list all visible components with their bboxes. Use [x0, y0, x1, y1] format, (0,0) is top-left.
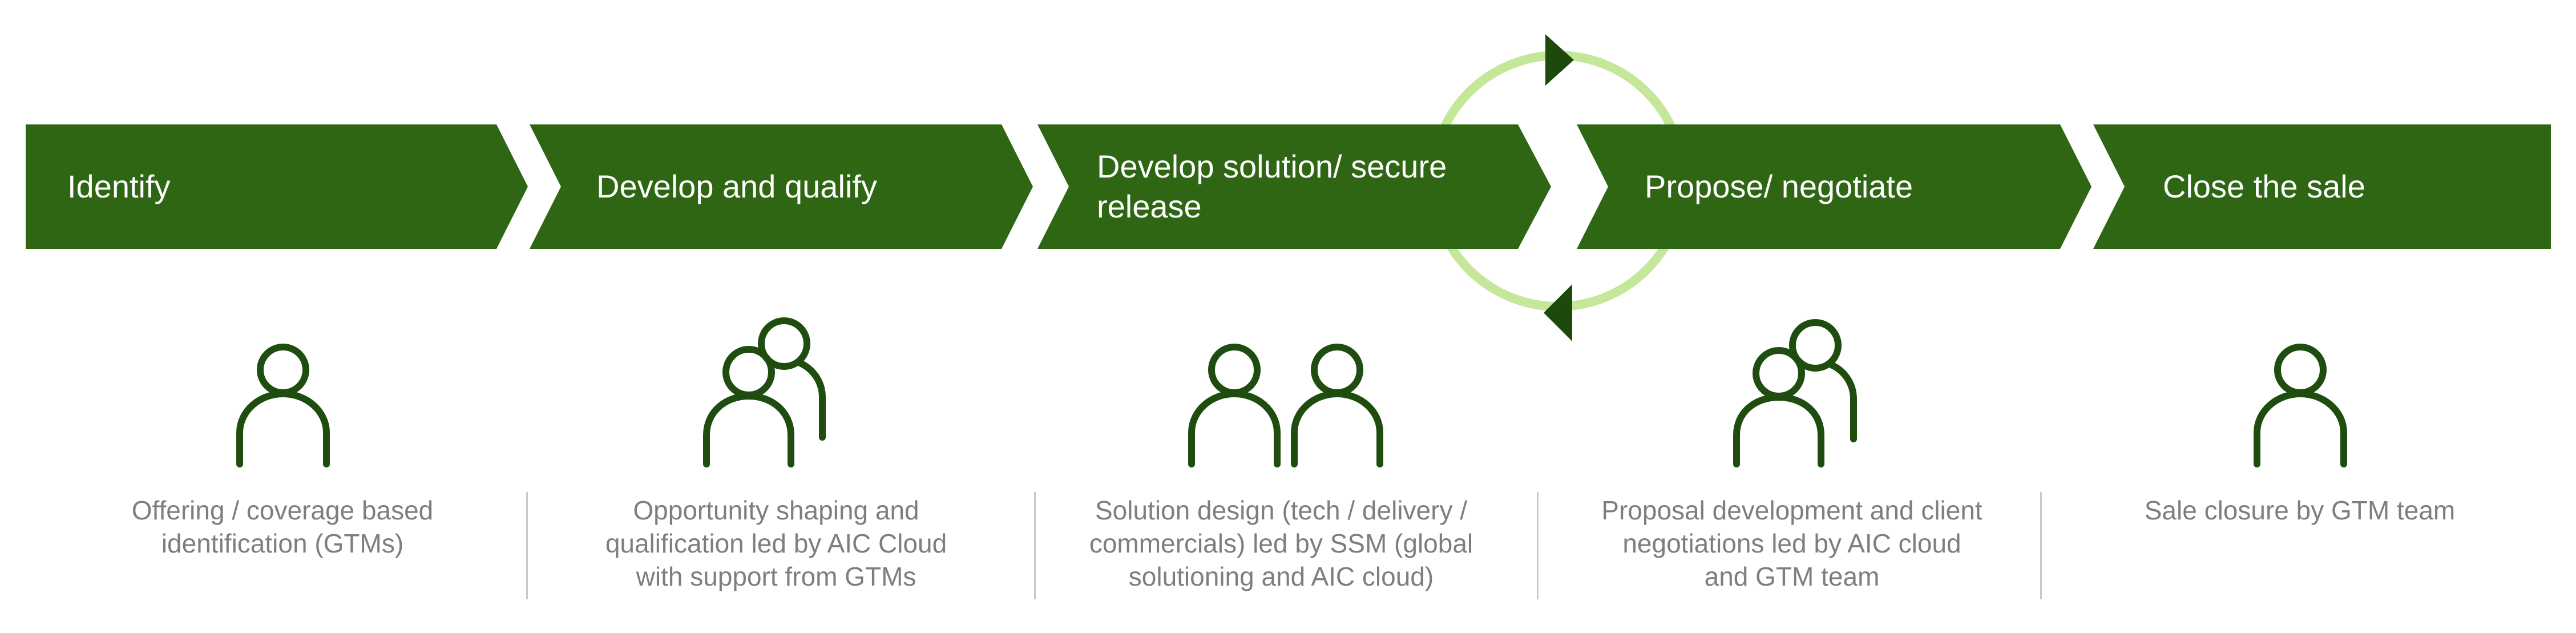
stage-label-develop-solution: Develop solution/ secure release	[1097, 148, 1447, 224]
overlapping-people-icon	[1733, 319, 1857, 467]
stage-chevron-close-the-sale	[2093, 124, 2551, 249]
column-divider	[2040, 492, 2042, 599]
stage-chevron-develop-and-qualify	[530, 124, 1033, 249]
single-person-icon	[2254, 344, 2347, 467]
two-people-side-by-side-icon	[1188, 344, 1383, 467]
stage-label-propose-negotiate: Propose/ negotiate	[1645, 168, 1913, 204]
column-divider	[526, 492, 528, 599]
stage-chevron-propose-negotiate	[1577, 124, 2092, 249]
stage-description-develop-solution: Solution design (tech / delivery / comme…	[1089, 495, 1473, 591]
cycle-arrowhead-bottom-icon	[1544, 284, 1572, 341]
stage-label-close-the-sale: Close the sale	[2163, 168, 2365, 204]
column-divider	[1034, 492, 1036, 599]
overlapping-people-icon	[703, 317, 826, 467]
cycle-arrowhead-top-icon	[1545, 34, 1574, 86]
stage-description-close-the-sale: Sale closure by GTM team	[2144, 495, 2456, 525]
stage-description-propose-negotiate: Proposal development and client negotiat…	[1601, 495, 1983, 591]
single-person-icon	[236, 344, 330, 467]
stage-chevron-develop-solution	[1037, 124, 1551, 249]
stage-description-develop-and-qualify: Opportunity shaping and qualification le…	[605, 495, 947, 591]
stage-description-identify: Offering / coverage based identification…	[131, 495, 434, 558]
stage-chevron-identify	[26, 124, 528, 249]
stage-label-develop-and-qualify: Develop and qualify	[596, 168, 877, 204]
stage-label-identify: Identify	[67, 168, 171, 204]
column-divider	[1537, 492, 1539, 599]
